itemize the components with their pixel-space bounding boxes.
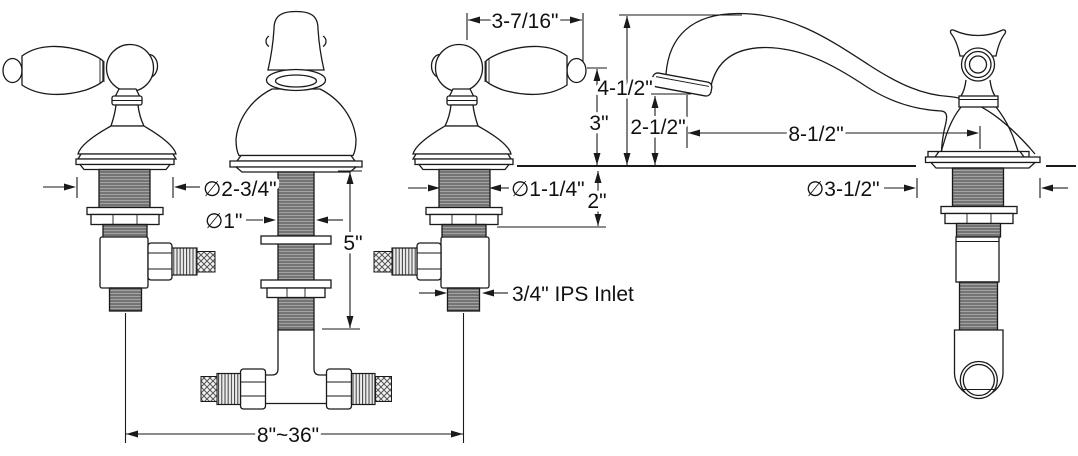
dim-center-shank-dia: ∅1"	[205, 210, 242, 233]
dimension-labels: 3-7/16" 4-1/2" 3" 2-1/2" 8-1/2" 2" ∅2-3/…	[200, 7, 884, 451]
arrowhead	[435, 289, 447, 297]
hose-ferrule	[216, 372, 242, 406]
post-stem-left	[960, 79, 967, 97]
shank-washer-lower	[260, 279, 332, 289]
arrowhead	[482, 289, 494, 297]
post-stem-right	[989, 79, 996, 97]
base-flange-step	[229, 160, 363, 168]
spout-flange-step	[924, 156, 1041, 164]
neck-side-tab	[322, 35, 327, 48]
diverter-knob	[949, 29, 1007, 57]
spout-neck	[267, 10, 325, 71]
arrowhead	[428, 184, 440, 192]
dim-shank-length: 5"	[343, 232, 362, 255]
arrowhead	[904, 184, 916, 192]
arrowhead	[967, 129, 979, 137]
dimension-annotations	[43, 13, 1068, 438]
braided-hose	[200, 376, 218, 402]
arrowhead	[346, 316, 354, 328]
braided-hose	[375, 376, 392, 402]
spout-inlet-thread	[958, 281, 999, 331]
dim-outlet-height: 2-1/2"	[630, 116, 685, 139]
arrowhead	[126, 430, 138, 438]
spout-locknut	[944, 212, 1014, 225]
spout-flange-step	[933, 150, 1026, 158]
arrowhead	[651, 96, 659, 108]
spout-nose-opening	[274, 74, 318, 88]
hose-ferrule	[350, 372, 376, 406]
shank-washer-upper	[260, 235, 332, 245]
arrowhead	[623, 153, 631, 165]
spout-outlet-lip	[651, 72, 713, 97]
spout-smooth-body	[955, 236, 1000, 283]
spout-washer	[940, 205, 1018, 215]
tee-hex-nut	[239, 368, 267, 410]
tee-hex-nut	[325, 368, 353, 410]
dim-spout-base-dia: ∅3-1/2"	[806, 178, 880, 201]
neck-side-tab	[265, 35, 270, 48]
right-handle-view	[373, 43, 587, 444]
arrowhead	[651, 153, 659, 165]
dim-deck-thickness: 2"	[587, 190, 606, 213]
dim-spout-reach: 8-1/2"	[788, 123, 843, 146]
outlet-lip-line	[655, 76, 710, 87]
arrowhead	[346, 172, 354, 184]
arrowhead	[489, 184, 501, 192]
dim-spread-range: 8"~36"	[257, 424, 319, 447]
left-handle-view	[2, 43, 216, 444]
center-threaded-shank	[277, 171, 315, 331]
spout-side-view	[651, 12, 1041, 400]
arrowhead	[1041, 184, 1053, 192]
arrowhead	[594, 171, 602, 183]
dim-inlet-label: 3/4" IPS Inlet	[512, 283, 634, 306]
elbow-port-inner	[962, 363, 995, 397]
outlet-lip-rect	[651, 72, 713, 97]
arrowhead	[316, 216, 328, 224]
arrowhead	[468, 16, 480, 24]
dim-handle-base-dia: ∅2-3/4"	[203, 178, 277, 201]
base-flange-step	[235, 154, 357, 162]
post-collar	[958, 95, 999, 108]
spout-bell-body	[235, 88, 357, 157]
center-spout-front-view	[200, 10, 392, 410]
spout-thread-lower	[955, 222, 1002, 238]
arrowhead	[264, 216, 276, 224]
arrowhead	[64, 183, 76, 191]
spout-tube-lower	[710, 46, 948, 154]
shank-locknut	[266, 287, 326, 299]
dim-spout-height: 4-1/2"	[597, 77, 652, 100]
arrowhead	[593, 153, 601, 165]
tee-fitting-body	[264, 329, 328, 405]
dim-handle-height: 3"	[589, 112, 608, 135]
dim-handle-length: 3-7/16"	[492, 10, 559, 33]
arrowhead	[174, 183, 186, 191]
arrowhead	[623, 16, 631, 28]
arrowhead	[688, 129, 700, 137]
arrowhead	[570, 16, 582, 24]
arrowhead	[594, 214, 602, 226]
arrowhead	[593, 69, 601, 81]
spout-threaded-shank	[951, 167, 1005, 208]
base-bell-right	[995, 106, 1019, 152]
arrowhead	[451, 430, 463, 438]
diverter-hole	[968, 55, 988, 74]
dim-handle-shank-dia: ∅1-1/4"	[511, 178, 585, 201]
spout-flange-step	[929, 161, 1037, 169]
base-bell-left	[940, 106, 962, 153]
